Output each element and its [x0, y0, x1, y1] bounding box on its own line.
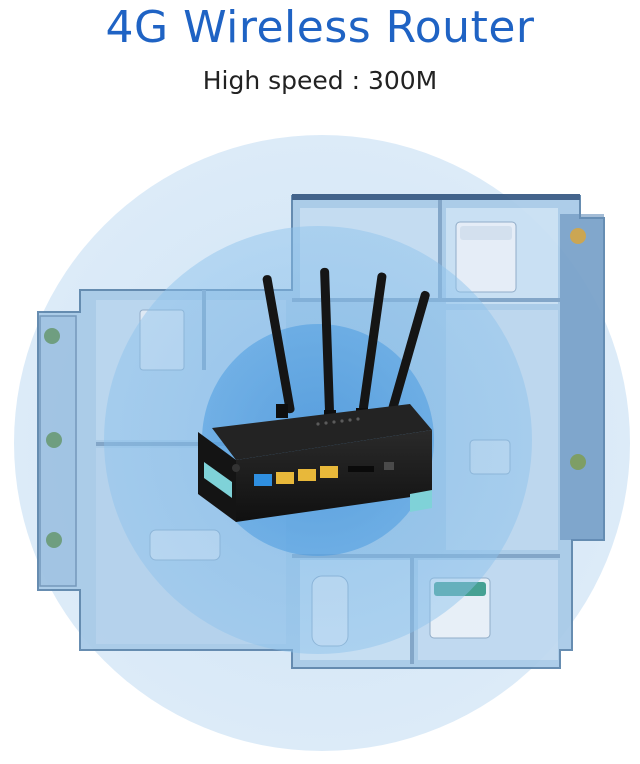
antenna [359, 272, 387, 412]
product-subtitle: High speed : 300M [202, 66, 438, 95]
antenna [385, 290, 430, 423]
lan-port [320, 466, 338, 478]
lan-port [276, 472, 294, 484]
wan-port [254, 474, 272, 486]
lan-port [298, 469, 316, 481]
router-device [198, 267, 432, 522]
product-title: 4G Wireless Router [105, 2, 535, 53]
antenna [262, 275, 295, 414]
antenna [320, 267, 334, 414]
